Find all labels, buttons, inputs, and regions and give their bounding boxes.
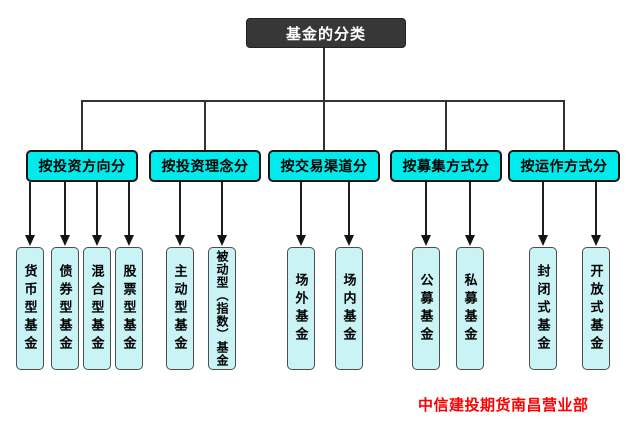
connector-drop-1 <box>81 100 83 150</box>
connector-drop-5 <box>563 100 565 150</box>
leaf-label: 债券型基金 <box>57 263 73 354</box>
arrow-line <box>64 182 66 236</box>
arrow-down-icon <box>60 235 70 246</box>
leaf-node-money-fund: 货币型基金 <box>16 247 44 370</box>
leaf-label: 被动型（指数）基金 <box>215 250 229 367</box>
leaf-node-exchange-fund: 场内基金 <box>335 247 363 370</box>
arrow-line <box>595 182 597 236</box>
category-label: 按募集方式分 <box>402 158 490 174</box>
leaf-label: 公募基金 <box>418 272 434 345</box>
leaf-node-passive-index-fund: 被动型（指数）基金 <box>208 247 236 370</box>
arrow-line <box>221 182 223 236</box>
arrow-down-icon <box>421 235 431 246</box>
arrow-down-icon <box>175 235 185 246</box>
leaf-label: 私募基金 <box>462 272 478 345</box>
category-node-fundraising-method: 按募集方式分 <box>390 150 502 182</box>
watermark-text: 中信建投期货南昌营业部 <box>418 397 589 414</box>
leaf-label: 封闭式基金 <box>535 263 551 354</box>
category-node-investment-philosophy: 按投资理念分 <box>149 150 261 182</box>
leaf-node-open-end-fund: 开放式基金 <box>582 247 610 370</box>
arrow-down-icon <box>124 235 134 246</box>
leaf-node-otc-fund: 场外基金 <box>287 247 315 370</box>
category-label: 按投资理念分 <box>161 158 249 174</box>
arrow-down-icon <box>591 235 601 246</box>
category-label: 按投资方向分 <box>38 158 126 174</box>
root-node-fund-classification: 基金的分类 <box>246 18 406 48</box>
leaf-label: 主动型基金 <box>172 263 188 354</box>
leaf-node-private-fund: 私募基金 <box>456 247 484 370</box>
root-node-label: 基金的分类 <box>285 25 366 43</box>
leaf-label: 混合型基金 <box>89 263 105 354</box>
connector-trunk <box>323 48 325 101</box>
arrow-down-icon <box>296 235 306 246</box>
leaf-label: 股票型基金 <box>121 263 137 354</box>
leaf-node-bond-fund: 债券型基金 <box>51 247 79 370</box>
arrow-line <box>179 182 181 236</box>
arrow-down-icon <box>344 235 354 246</box>
category-node-operation-mode: 按运作方式分 <box>508 150 620 182</box>
category-node-investment-direction: 按投资方向分 <box>26 150 138 182</box>
leaf-node-closed-end-fund: 封闭式基金 <box>529 247 557 370</box>
arrow-line <box>128 182 130 236</box>
category-label: 按交易渠道分 <box>280 158 368 174</box>
leaf-label: 场外基金 <box>293 272 309 345</box>
arrow-down-icon <box>465 235 475 246</box>
connector-drop-2 <box>204 100 206 150</box>
arrow-line <box>469 182 471 236</box>
leaf-node-hybrid-fund: 混合型基金 <box>83 247 111 370</box>
connector-drop-4 <box>445 100 447 150</box>
arrow-down-icon <box>25 235 35 246</box>
arrow-line <box>425 182 427 236</box>
category-label: 按运作方式分 <box>520 158 608 174</box>
leaf-node-stock-fund: 股票型基金 <box>115 247 143 370</box>
arrow-line <box>542 182 544 236</box>
arrow-line <box>29 182 31 236</box>
arrow-down-icon <box>92 235 102 246</box>
category-node-trading-channel: 按交易渠道分 <box>268 150 380 182</box>
leaf-label: 货币型基金 <box>22 263 38 354</box>
leaf-label: 开放式基金 <box>588 263 604 354</box>
connector-drop-3 <box>323 100 325 150</box>
arrow-line <box>300 182 302 236</box>
leaf-label: 场内基金 <box>341 272 357 345</box>
leaf-node-active-fund: 主动型基金 <box>166 247 194 370</box>
arrow-down-icon <box>538 235 548 246</box>
leaf-node-public-fund: 公募基金 <box>412 247 440 370</box>
arrow-line <box>348 182 350 236</box>
arrow-down-icon <box>217 235 227 246</box>
arrow-line <box>96 182 98 236</box>
